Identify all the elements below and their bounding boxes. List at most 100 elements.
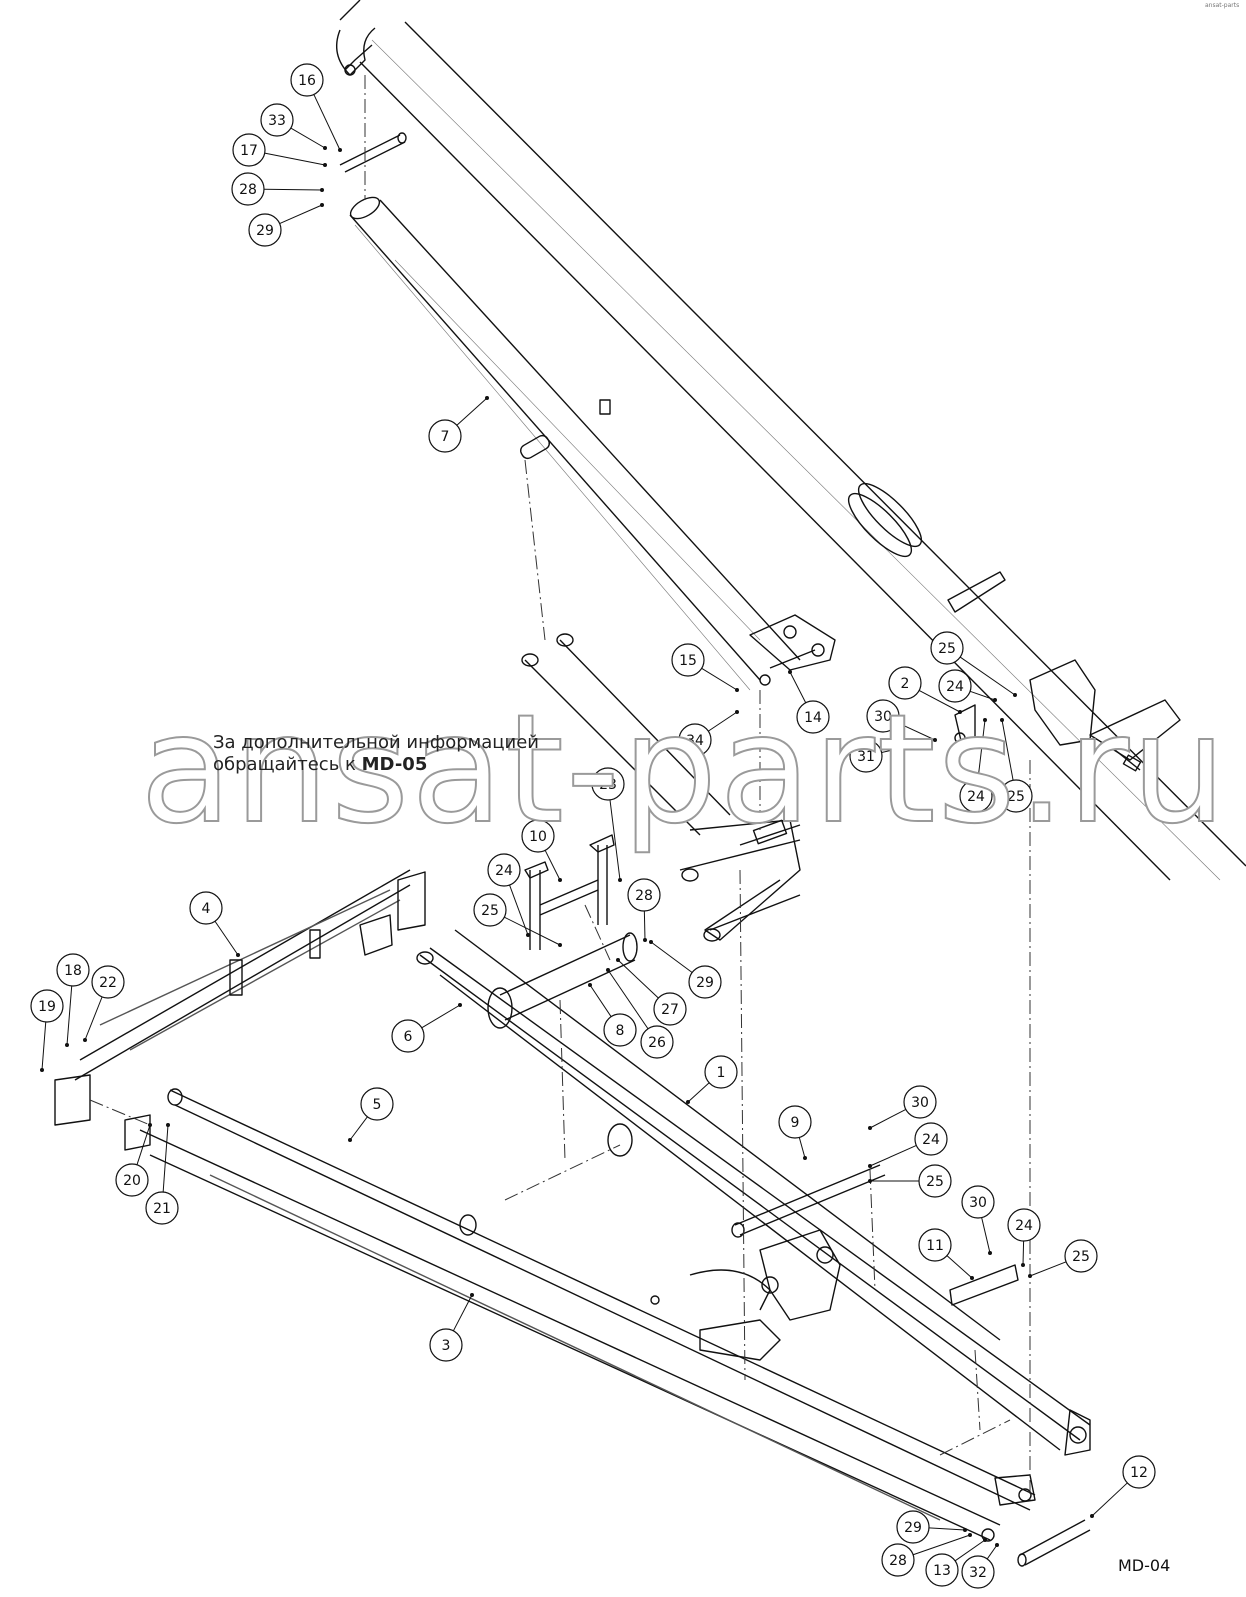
callout-number: 2 xyxy=(901,676,910,692)
callout-25: 25 xyxy=(999,718,1033,813)
callout-circle xyxy=(248,213,282,247)
callout-3: 3 xyxy=(429,1293,474,1362)
callout-circle xyxy=(881,1543,915,1577)
bracket-2 xyxy=(954,704,976,746)
pin-12 xyxy=(1017,1519,1091,1567)
leader-tip xyxy=(686,1100,690,1104)
callout-number: 25 xyxy=(1007,789,1025,805)
callout-circle xyxy=(1007,1208,1041,1242)
callout-31: 31 xyxy=(849,739,930,773)
callout-number: 29 xyxy=(256,223,274,239)
leader-line xyxy=(452,1294,473,1332)
callout-circle xyxy=(678,723,712,757)
callout-number: 22 xyxy=(99,975,117,991)
callout-circle xyxy=(914,1122,948,1156)
callout-number: 24 xyxy=(967,789,985,805)
callout-number: 30 xyxy=(874,709,892,725)
callout-14: 14 xyxy=(788,670,830,734)
leader-tip xyxy=(1013,693,1017,697)
callout-circle xyxy=(521,819,555,853)
callout-25: 25 xyxy=(1028,1239,1098,1278)
leader-tip xyxy=(1090,1514,1094,1518)
callout-8: 8 xyxy=(588,983,637,1047)
pin-14 xyxy=(769,649,816,669)
callout-circle xyxy=(360,1087,394,1121)
callout-number: 25 xyxy=(926,1174,944,1190)
callout-number: 30 xyxy=(911,1095,929,1111)
callout-circle xyxy=(591,767,625,801)
callout-number: 18 xyxy=(64,963,82,979)
callout-25: 25 xyxy=(868,1164,952,1198)
leader-line xyxy=(798,1137,806,1159)
frame-3 xyxy=(124,1088,1036,1541)
leader-tip xyxy=(963,1528,967,1532)
callout-number: 23 xyxy=(599,777,617,793)
leader-tip xyxy=(320,203,324,207)
callout-number: 21 xyxy=(153,1201,171,1217)
leader-tip xyxy=(83,1038,87,1042)
leader-tip xyxy=(606,968,610,972)
callout-number: 26 xyxy=(648,1035,666,1051)
leader-line xyxy=(918,690,961,713)
callout-24: 24 xyxy=(868,1122,948,1168)
leader-line xyxy=(607,969,649,1030)
callout-24: 24 xyxy=(959,718,993,813)
callout-number: 19 xyxy=(38,999,56,1015)
callout-number: 16 xyxy=(298,73,316,89)
leader-tip xyxy=(148,1123,152,1127)
callout-circle xyxy=(653,992,687,1026)
leader-tip xyxy=(526,933,530,937)
callout-circle xyxy=(961,1185,995,1219)
callout-11: 11 xyxy=(918,1228,974,1280)
callout-circle xyxy=(938,669,972,703)
callout-circle xyxy=(688,965,722,999)
leader-tip xyxy=(588,983,592,987)
callout-19: 19 xyxy=(30,989,64,1072)
leader-tip xyxy=(558,943,562,947)
callout-number: 11 xyxy=(926,1238,944,1254)
leader-line xyxy=(279,204,323,225)
callout-number: 32 xyxy=(969,1565,987,1581)
leader-line xyxy=(290,127,326,149)
callout-number: 13 xyxy=(933,1563,951,1579)
leader-tip xyxy=(933,738,937,742)
callout-circle xyxy=(903,1085,937,1119)
callout-circle xyxy=(918,1228,952,1262)
leader-line xyxy=(789,671,807,703)
leader-tip xyxy=(983,1538,987,1542)
callout-number: 28 xyxy=(239,182,257,198)
leader-line xyxy=(981,1217,991,1254)
corner-mark: ansat-parts xyxy=(1205,2,1240,9)
leader-line xyxy=(928,1527,966,1531)
callout-20: 20 xyxy=(115,1123,152,1197)
link-arm xyxy=(521,633,801,942)
callout-number: 25 xyxy=(1072,1249,1090,1265)
callout-circle xyxy=(145,1191,179,1225)
callout-13: 13 xyxy=(925,1538,987,1587)
pin-16 xyxy=(339,132,407,173)
callout-number: 28 xyxy=(889,1553,907,1569)
callout-circle xyxy=(429,1328,463,1362)
callout-33: 33 xyxy=(260,103,327,150)
plate-11 xyxy=(949,1264,1019,1306)
callout-circle xyxy=(428,419,462,453)
leader-tip xyxy=(649,940,653,944)
callout-number: 25 xyxy=(938,641,956,657)
leader-tip xyxy=(320,188,324,192)
callout-circle xyxy=(888,666,922,700)
leader-tip xyxy=(788,670,792,674)
leader-line xyxy=(881,741,929,753)
callout-number: 24 xyxy=(922,1132,940,1148)
callout-7: 7 xyxy=(428,396,489,453)
callout-circle xyxy=(56,953,90,987)
callout-number: 8 xyxy=(616,1023,625,1039)
leader-line xyxy=(136,1124,151,1165)
leader-line xyxy=(617,959,659,999)
leader-tip xyxy=(988,1251,992,1255)
drawing-code: MD-04 xyxy=(1118,1556,1171,1575)
callout-circle xyxy=(640,1025,674,1059)
leader-line xyxy=(897,722,936,741)
